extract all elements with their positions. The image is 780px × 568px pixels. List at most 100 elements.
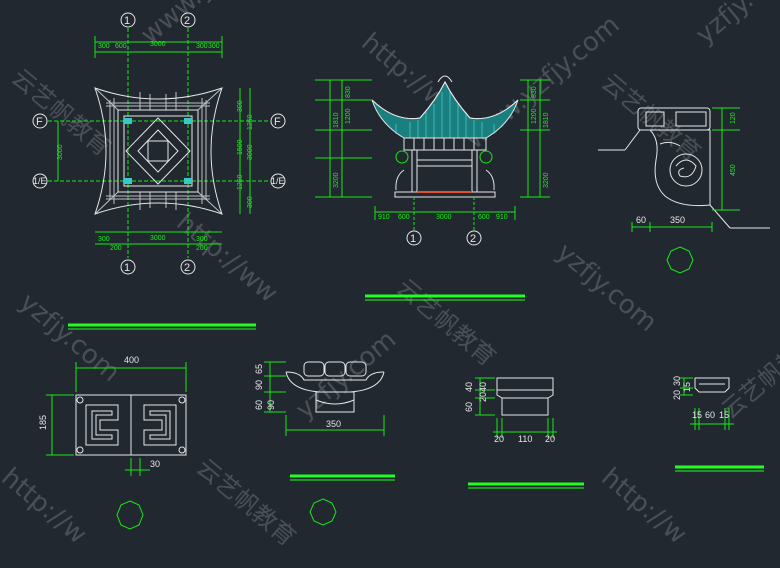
corbel-dim-350: 350 (326, 419, 341, 429)
elevation-column-left (411, 149, 418, 193)
base-dim-110: 110 (518, 434, 532, 444)
plan-axis-f-left-circle (32, 113, 48, 129)
plan-bottom-dim-2: 200 (110, 245, 122, 252)
elevation-axis-2: 2 (470, 233, 476, 245)
watermark-cn-1: 云艺帆教育 (596, 68, 706, 167)
corbel-octagon-symbol (309, 498, 337, 526)
small-base-dim-20: 20 (672, 390, 682, 400)
plan-diamond (125, 117, 191, 185)
small-base-dim-15: 15 (682, 382, 692, 392)
panel-dim-400: 400 (124, 355, 139, 365)
watermark-url-8: http://w (0, 462, 92, 550)
base-dim-40-b: 40 (478, 382, 488, 392)
panel-octagon-symbol (116, 500, 144, 530)
plan-side-dim-2: 1250 (247, 114, 254, 130)
base-dim-20: 20 (478, 392, 488, 402)
elevation-column-right (471, 149, 478, 193)
plan-axis-1-bottom-circle (120, 259, 136, 275)
corbel-detail: 65 90 60 90 350 (254, 361, 385, 526)
title-bars (68, 294, 764, 489)
plan-top-dim-1: 300 (98, 43, 110, 50)
plan-axis-f-left: F (36, 116, 43, 128)
plan-top-dim-2: 600 (115, 43, 127, 50)
plan-axis-1-top-circle (120, 12, 136, 28)
plan-view: 1 2 1 2 F F 1/E 1/E (32, 12, 286, 275)
plan-axis-2-bottom: 2 (184, 262, 190, 274)
watermark-url-4: http://ww (171, 207, 284, 309)
bracket-dim-450: 450 (730, 164, 737, 176)
base-dim-20-left: 20 (494, 434, 504, 444)
plan-bottom-dim-4: 300 (196, 236, 208, 243)
watermark-url-7: yzfjy.com (290, 325, 402, 426)
plan-left-dim: 3000 (57, 144, 64, 160)
plan-side-dim-4: 3000 (247, 144, 254, 160)
plan-axis-f-right-circle (270, 113, 286, 129)
plan-side-dim-6: 300 (247, 196, 254, 208)
elevation-left-dim-4: 3200 (333, 172, 340, 188)
plan-axis-1-bottom: 1 (124, 262, 130, 274)
plan-axis-e-left-circle (32, 173, 48, 189)
watermark-cn-4: 云艺帆教育 (191, 453, 301, 552)
small-base-dim-15-left: 15 (692, 410, 702, 420)
elevation-left-dim-2: 1200 (345, 108, 352, 124)
elevation-axis-2-circle (466, 230, 482, 246)
plan-side-dim-3: 1500 (237, 139, 244, 155)
small-base-dim-15-right: 15 (719, 410, 729, 420)
base-dim-40-a: 40 (464, 382, 474, 392)
corbel-dim-90-a: 90 (254, 380, 264, 390)
elevation-axis-1-circle (406, 230, 422, 246)
elevation-right-dim-2: 1200 (531, 108, 538, 124)
panel-dim-185: 185 (38, 415, 48, 430)
elevation-axis-1: 1 (410, 233, 416, 245)
plan-bottom-dim-3: 3000 (150, 235, 166, 242)
plan-axis-f-right: F (274, 116, 281, 128)
panel-detail: 400 185 30 (38, 355, 187, 530)
base-outline (496, 377, 554, 416)
plan-top-dim-4: 300 (208, 43, 220, 50)
small-base-outline (694, 377, 730, 393)
elevation-bottom-dim-4: 600 (478, 214, 490, 221)
watermark-cn-3: 云艺帆教育 (391, 273, 501, 372)
plan-bottom-dim-5: 200 (196, 245, 208, 252)
elevation-view: 1 2 830 1200 1810 3200 830 1200 1810 320… (315, 75, 550, 246)
base-detail: 40 60 40 20 20 110 20 (464, 377, 557, 444)
elevation-eave (403, 137, 487, 151)
elevation-bottom-dim-3: 3000 (436, 214, 452, 221)
plan-top-dim-mid: 3000 (150, 41, 166, 48)
watermark-url-9: http://w (596, 462, 693, 550)
plan-bottom-dim-1: 300 (98, 236, 110, 243)
elevation-right-dim-3: 1810 (543, 112, 550, 128)
bracket-octagon-symbol (666, 246, 694, 274)
plan-side-dim-1: 300 (237, 100, 244, 112)
bracket-body (648, 129, 711, 207)
elevation-left-dim-1: 830 (345, 86, 352, 98)
elevation-bottom-dim-1: 910 (378, 214, 390, 221)
bracket-dim-350: 350 (670, 215, 685, 225)
watermark-url-10: yzfjy.com (690, 0, 780, 50)
small-base-detail: 20 30 15 15 60 15 (672, 376, 734, 430)
plan-inner-square (117, 109, 199, 193)
small-base-dim-30: 30 (672, 376, 682, 386)
elevation-left-dim-3: 1810 (333, 112, 340, 128)
watermark-url-6: yzfjy.com (14, 287, 126, 388)
corbel-dim-60: 60 (254, 400, 264, 410)
plan-top-dim-3: 300 (196, 43, 208, 50)
small-base-dim-60: 60 (705, 410, 715, 420)
plan-axis-2-top-circle (180, 12, 196, 28)
elevation-bottom-dim-2: 600 (398, 214, 410, 221)
plan-axis-2-top: 2 (184, 15, 190, 27)
corbel-dim-90-b: 90 (266, 400, 276, 410)
watermark-url-5: yzfjy.com (551, 237, 663, 338)
plan-axis-e-right: 1/E (271, 176, 285, 186)
plan-axis-e-right-circle (270, 173, 286, 189)
plan-axis-1-top: 1 (124, 15, 130, 27)
plan-axis-2-bottom-circle (180, 259, 196, 275)
plan-axis-e-left: 1/E (33, 176, 47, 186)
plan-side-dim-5: 1250 (237, 174, 244, 190)
watermark-layer: http://ww www.yzfjy.com www.yzfjy.com ht… (0, 0, 780, 552)
elevation-right-dim-1: 830 (531, 86, 538, 98)
base-dim-20-right: 20 (545, 434, 555, 444)
panel-dim-30: 30 (150, 459, 160, 469)
base-dim-60: 60 (464, 402, 474, 412)
